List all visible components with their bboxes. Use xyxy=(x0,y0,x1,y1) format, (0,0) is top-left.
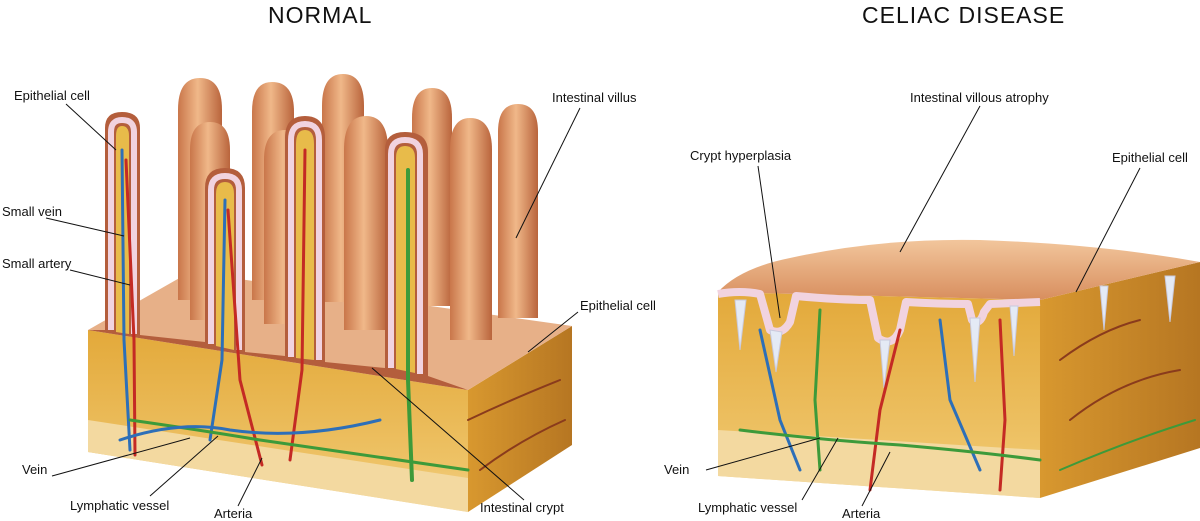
celiac-block xyxy=(717,239,1200,498)
celiac-title: CELIAC DISEASE xyxy=(862,2,1066,28)
label-crypt-hyperplasia: Crypt hyperplasia xyxy=(690,148,792,163)
label-small-vein: Small vein xyxy=(2,204,62,219)
label-lymphatic-vessel-normal: Lymphatic vessel xyxy=(70,498,170,513)
label-lymphatic-vessel-celiac: Lymphatic vessel xyxy=(698,500,798,515)
label-arteria-normal: Arteria xyxy=(214,506,253,521)
label-epithelial-cell-right: Epithelial cell xyxy=(580,298,656,313)
label-epithelial-cell-left: Epithelial cell xyxy=(14,88,90,103)
label-small-artery: Small artery xyxy=(2,256,72,271)
celiac-side-face xyxy=(1040,262,1200,498)
label-intestinal-crypt: Intestinal crypt xyxy=(480,500,564,515)
normal-side-face xyxy=(468,326,572,512)
normal-title: NORMAL xyxy=(268,2,373,28)
celiac-submucosa xyxy=(718,430,1040,498)
leader-lines xyxy=(45,103,1141,507)
celiac-crypts xyxy=(734,275,1176,389)
celiac-vessels xyxy=(738,308,1196,492)
label-vein-celiac: Vein xyxy=(664,462,690,477)
label-vein-normal: Vein xyxy=(22,462,48,477)
label-epithelial-cell-celiac: Epithelial cell xyxy=(1112,150,1188,165)
label-arteria-celiac: Arteria xyxy=(842,506,881,521)
normal-submucosa xyxy=(88,420,468,512)
label-intestinal-villus: Intestinal villus xyxy=(552,90,637,105)
label-intestinal-villous-atrophy: Intestinal villous atrophy xyxy=(910,90,1049,105)
normal-vessels xyxy=(118,148,566,482)
